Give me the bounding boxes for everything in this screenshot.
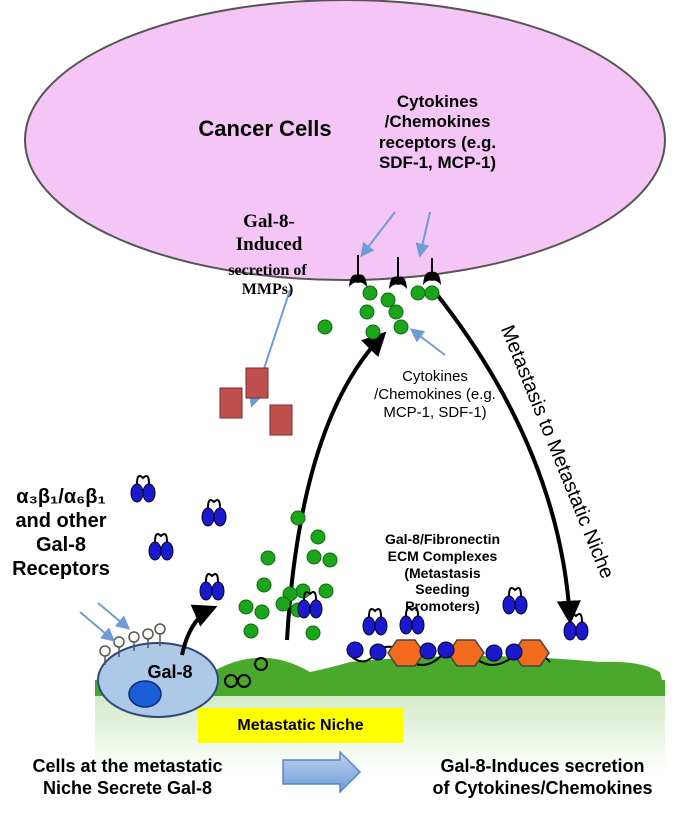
cytokine-dots-outline bbox=[224, 657, 268, 688]
gal8-dimer-icon bbox=[362, 608, 388, 636]
fibronectin-hexagons bbox=[387, 639, 550, 667]
cancer-cell bbox=[24, 0, 666, 281]
gal8-dimer-icon bbox=[502, 587, 528, 615]
receptor-icon bbox=[349, 255, 367, 287]
mmps-label: Gal-8- Induced bbox=[235, 211, 303, 255]
gal8-dimers bbox=[130, 475, 589, 641]
receptor-pointer-arrows bbox=[79, 602, 131, 642]
mmps-secretion-label: secretion of MMPs) bbox=[228, 262, 307, 299]
direction-arrow bbox=[282, 750, 362, 794]
gal8-dimer-icon bbox=[399, 607, 425, 635]
receptor-icon bbox=[423, 258, 441, 285]
gal8-dimer-icon bbox=[148, 533, 174, 561]
cell-receptors bbox=[99, 623, 166, 665]
gal8-dimer-icon bbox=[563, 613, 589, 641]
niche-label-box bbox=[198, 708, 403, 743]
mmp-squares bbox=[219, 367, 293, 436]
receptor-icon bbox=[389, 257, 407, 289]
ecm-blue-dots bbox=[346, 641, 523, 662]
gal8-dimer-icon bbox=[199, 573, 225, 601]
niche-label: Metastatic Niche bbox=[237, 717, 364, 734]
gal8-dimer-icon bbox=[201, 499, 227, 527]
cytokine-dots bbox=[238, 285, 440, 641]
complexes-label: Gal-8/Fibronectin ECM Complexes (Metasta… bbox=[384, 531, 501, 615]
gal8-secretion-arrow bbox=[180, 604, 218, 656]
cancer-cell-receptors bbox=[349, 255, 441, 289]
metastasis-arrow bbox=[433, 290, 581, 625]
gal8-cell-label: Gal-8 bbox=[147, 662, 193, 682]
receptors-label: Cytokines /Chemokines receptors (e.g. SD… bbox=[378, 92, 497, 173]
gal8-dimer-icon bbox=[297, 591, 323, 619]
bottom-right-caption: Gal-8-Induces secretion of Cytokines/Che… bbox=[432, 756, 653, 798]
bottom-left-caption: Cells at the metastatic Niche Secrete Ga… bbox=[32, 756, 223, 798]
integrins-label: α₃β₁/α₆β₁ and other Gal-8 Receptors bbox=[12, 486, 110, 580]
cytokines-secreted-label: Cytokines /Chemokines (e.g. MCP-1, SDF-1… bbox=[374, 368, 496, 421]
secreting-cell bbox=[97, 642, 219, 718]
cell-nucleus bbox=[128, 680, 162, 708]
cancer-cells-label: Cancer Cells bbox=[198, 116, 332, 141]
gal8-dimer-icon bbox=[130, 475, 156, 503]
cytokine-flow-arrow bbox=[285, 331, 387, 641]
